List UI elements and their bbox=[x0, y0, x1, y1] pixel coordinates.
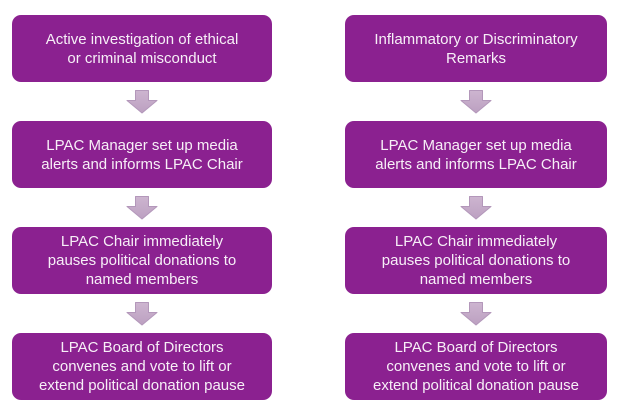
down-arrow-icon bbox=[460, 301, 492, 325]
arrow-connector bbox=[345, 294, 607, 333]
arrow-connector bbox=[345, 188, 607, 227]
flow-column-left: Active investigation of ethical or crimi… bbox=[12, 15, 272, 400]
down-arrow-icon bbox=[126, 89, 158, 113]
down-arrow-icon bbox=[460, 195, 492, 219]
flow-step-box-trigger-remarks: Inflammatory or Discriminatory Remarks bbox=[345, 15, 607, 82]
flow-column-right: Inflammatory or Discriminatory Remarks L… bbox=[345, 15, 607, 400]
flow-step-box-media-alerts: LPAC Manager set up media alerts and inf… bbox=[345, 121, 607, 188]
flow-step-box-media-alerts: LPAC Manager set up media alerts and inf… bbox=[12, 121, 272, 188]
arrow-connector bbox=[345, 82, 607, 121]
flow-step-box-board-vote: LPAC Board of Directors convenes and vot… bbox=[345, 333, 607, 400]
flow-step-box-pause-donations: LPAC Chair immediately pauses political … bbox=[12, 227, 272, 294]
flow-step-box-board-vote: LPAC Board of Directors convenes and vot… bbox=[12, 333, 272, 400]
down-arrow-icon bbox=[126, 301, 158, 325]
arrow-connector bbox=[12, 188, 272, 227]
down-arrow-icon bbox=[460, 89, 492, 113]
flow-step-box-pause-donations: LPAC Chair immediately pauses political … bbox=[345, 227, 607, 294]
arrow-connector bbox=[12, 82, 272, 121]
arrow-connector bbox=[12, 294, 272, 333]
flow-step-box-trigger-misconduct: Active investigation of ethical or crimi… bbox=[12, 15, 272, 82]
down-arrow-icon bbox=[126, 195, 158, 219]
